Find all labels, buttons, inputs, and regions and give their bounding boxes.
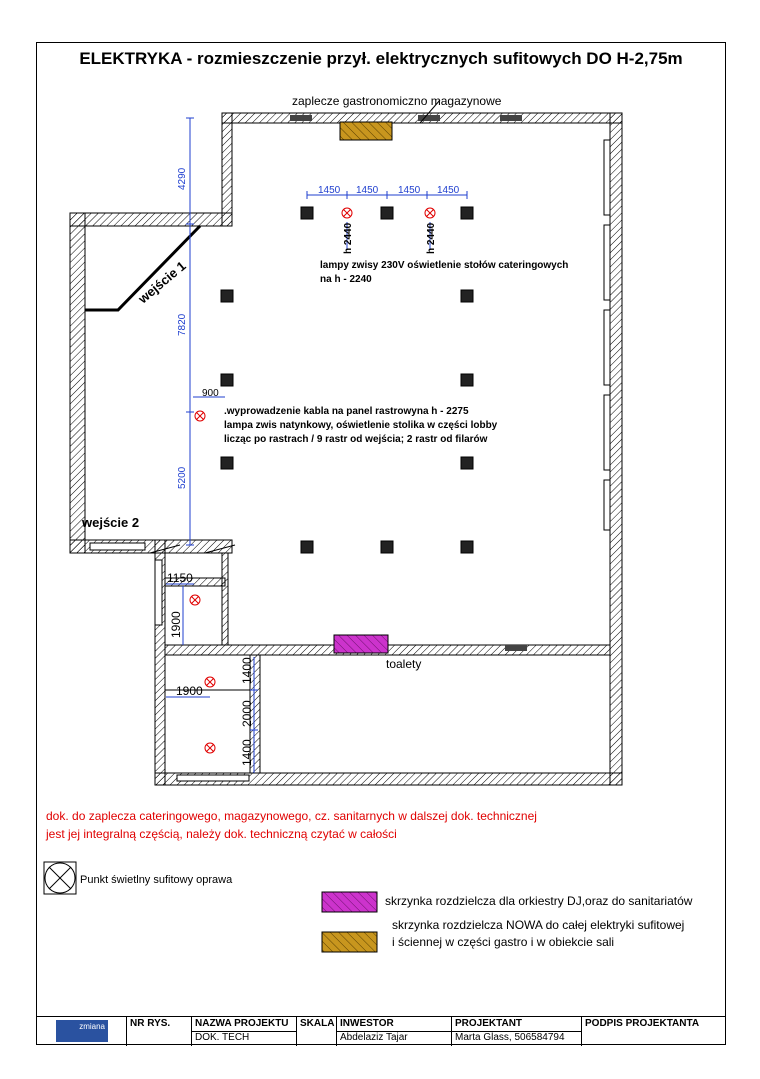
label-kabel-1: .wyprowadzenie kabla na panel rastrowyna…: [224, 406, 469, 417]
podpis-header: PODPIS PROJEKTANTA: [585, 1018, 700, 1029]
dim-4290: 4290: [177, 167, 188, 190]
cell-projektant: PROJEKTANT Marta Glass, 506584794: [451, 1017, 581, 1046]
dimension-lines: [166, 117, 468, 773]
light-points: [189, 207, 436, 754]
legend-yellow-1: skrzynka rozdzielcza NOWA do całej elekt…: [392, 918, 685, 932]
entrance-1-line: [85, 224, 202, 312]
dim-2000: 2000: [240, 700, 254, 727]
cell-inwestor: INWESTOR Abdelaziz Tajar: [336, 1017, 451, 1046]
projektant-header: PROJEKTANT: [455, 1018, 523, 1029]
height-texts: h 2440 h 2440: [343, 222, 437, 254]
dim-1400-b: 1400: [240, 739, 254, 766]
cell-nr-rys: NR RYS.: [126, 1017, 191, 1046]
dim-1900-b: 1900: [176, 684, 203, 698]
dj-distribution-box: [333, 634, 389, 654]
label-lampy-1: lampy zwisy 230V oświetlenie stołów cate…: [320, 260, 568, 271]
company-logo: zmiana: [56, 1020, 108, 1042]
legend-yellow-2: i ściennej w części gastro i w obiekcie …: [392, 935, 615, 949]
projektant-value: Marta Glass, 506584794: [455, 1032, 565, 1043]
dim-7820: 7820: [177, 313, 188, 336]
label-kabel-3: licząc po rastrach / 9 rastr od wejścia;…: [224, 434, 488, 445]
inwestor-header: INWESTOR: [340, 1018, 394, 1029]
title-block: zmiana NR RYS. NAZWA PROJEKTU DOK. TECH …: [36, 1016, 726, 1046]
skala-header: SKALA: [300, 1018, 335, 1029]
dim-1150: 1150: [167, 571, 193, 585]
dim-5200: 5200: [177, 466, 188, 489]
dim-1450-b: 1450: [356, 185, 379, 196]
wall-grilles: [290, 115, 527, 651]
label-kabel-2: lampa zwis natynkowy, oświetlenie stolik…: [224, 420, 498, 431]
dim-900: 900: [202, 388, 219, 399]
legend-purple-swatch: [321, 891, 378, 913]
h2440-b: h 2440: [426, 222, 437, 254]
dim-1400-a: 1400: [240, 657, 254, 684]
page-title: ELEKTRYKA - rozmieszczenie przył. elektr…: [79, 49, 683, 68]
dim-1450-c: 1450: [398, 185, 421, 196]
legend-symbols: [43, 861, 378, 953]
room-labels: zaplecze gastronomiczno magazynowe wejśc…: [81, 94, 568, 671]
cell-podpis: PODPIS PROJEKTANTA: [581, 1017, 726, 1046]
windows: [89, 139, 611, 782]
nr-rys-header: NR RYS.: [130, 1018, 171, 1029]
nazwa-header: NAZWA PROJEKTU: [195, 1018, 289, 1029]
legend-punkt: Punkt świetlny sufitowy oprawa: [80, 874, 233, 886]
label-lampy-2: na h - 2240: [320, 274, 372, 285]
note-line-1: dok. do zaplecza cateringowego, magazyno…: [46, 809, 537, 823]
dim-1450-d: 1450: [437, 185, 460, 196]
label-wejscie-2: wejście 2: [81, 515, 139, 530]
inwestor-value: Abdelaziz Tajar: [340, 1032, 408, 1043]
h2440-a: h 2440: [343, 222, 354, 254]
note-line-2: jest jej integralną częścią, należy dok.…: [46, 827, 397, 841]
logo-text: zmiana: [79, 1022, 105, 1031]
dimension-texts: 4290 7820 5200 900 1450 1450 1450 1450: [177, 167, 460, 489]
room-dim-texts: 1150 1900 1900 1400 2000 1400: [167, 571, 254, 766]
legend-purple: skrzynka rozdzielcza dla orkiestry DJ,or…: [385, 894, 693, 908]
door-lines: [149, 99, 441, 691]
new-distribution-box: [339, 121, 393, 141]
cell-nazwa: NAZWA PROJEKTU DOK. TECH: [191, 1017, 296, 1046]
ceiling-fixtures: [220, 206, 474, 554]
legend-yellow-swatch: [321, 931, 378, 953]
nazwa-value: DOK. TECH: [195, 1032, 250, 1043]
dim-1450-a: 1450: [318, 185, 341, 196]
cell-skala: SKALA: [296, 1017, 336, 1046]
label-toalety: toalety: [386, 657, 421, 671]
dim-1900-a: 1900: [169, 611, 183, 638]
drawing-frame: [36, 42, 726, 1045]
label-zaplecze: zaplecze gastronomiczno magazynowe: [292, 94, 502, 108]
